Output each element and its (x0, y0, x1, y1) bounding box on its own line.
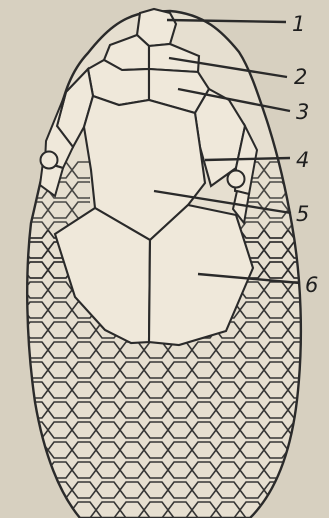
label-1: 1 (292, 12, 305, 36)
label-5: 5 (296, 202, 309, 226)
label-6: 6 (305, 273, 318, 297)
label-4: 4 (296, 148, 309, 172)
left-eye-icon (41, 152, 58, 169)
right-eye-icon (228, 171, 245, 188)
label-3: 3 (296, 100, 309, 124)
label-2: 2 (294, 65, 307, 89)
